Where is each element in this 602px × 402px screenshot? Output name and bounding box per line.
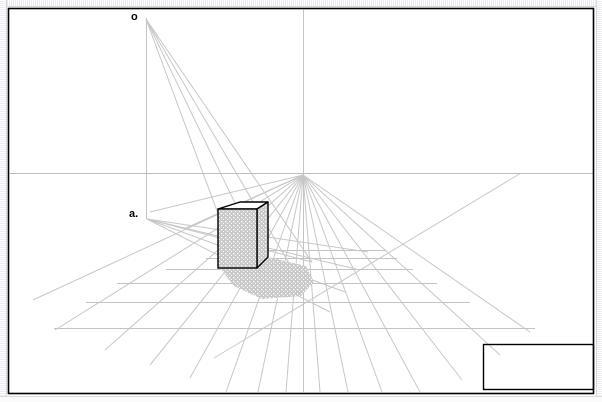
cast-shadow bbox=[220, 257, 314, 299]
box-front-face bbox=[217, 208, 258, 269]
orthogonal-line bbox=[302, 174, 501, 356]
light-ray bbox=[145, 18, 313, 263]
box-side-face bbox=[256, 201, 269, 269]
orthogonal-line bbox=[149, 174, 304, 213]
window-edge-top bbox=[0, 0, 602, 7]
label-ground-point: a. bbox=[129, 208, 139, 220]
window-edge-bottom bbox=[0, 396, 602, 402]
title-block[interactable] bbox=[482, 343, 595, 391]
orthogonal-line bbox=[302, 174, 531, 333]
orthogonal-line bbox=[104, 174, 304, 351]
grid-orthogonals bbox=[32, 174, 531, 393]
sheet-frame bbox=[7, 7, 595, 395]
orthogonal-line bbox=[302, 174, 463, 381]
measuring-diagonal bbox=[213, 172, 522, 359]
orthogonal-line bbox=[54, 174, 304, 331]
orthogonal-line bbox=[302, 174, 349, 393]
construction-geometry bbox=[10, 10, 593, 393]
window-edge-left bbox=[0, 0, 7, 402]
label-light-source: o bbox=[131, 11, 138, 23]
orthogonal-line bbox=[302, 174, 383, 393]
window-edge-right bbox=[596, 0, 602, 402]
box-object[interactable] bbox=[217, 201, 269, 269]
orthogonal-line bbox=[302, 174, 421, 393]
